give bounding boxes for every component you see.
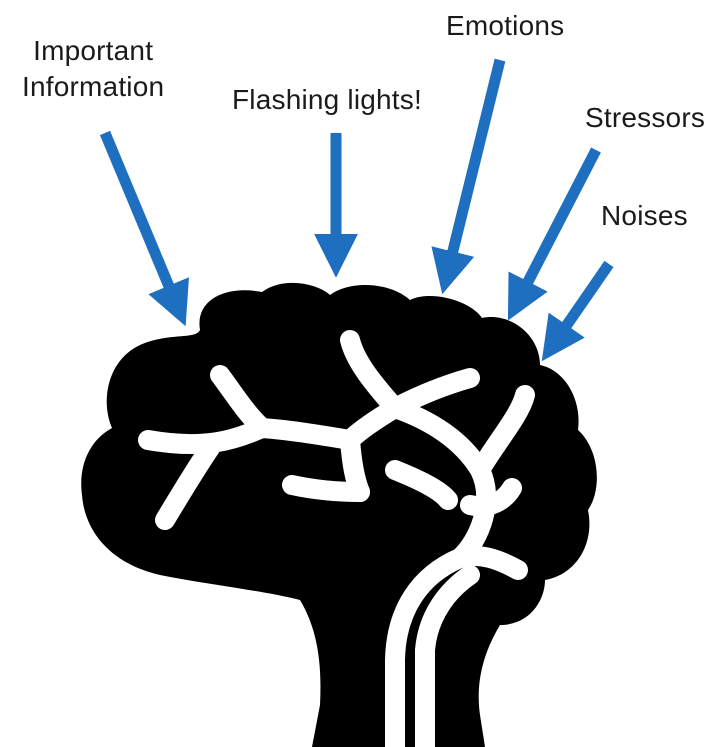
arrow-emotions [447,60,500,275]
label-emotions: Emotions [446,8,564,44]
label-important-information: Important Information [22,33,164,105]
label-important-line2: Information [22,69,164,105]
arrow-important-information [105,133,178,308]
label-important-line1: Important [22,33,164,69]
label-stressors: Stressors [585,100,705,136]
label-noises: Noises [601,198,688,234]
arrow-stressors [517,150,596,303]
arrow-noises [553,264,609,345]
label-flashing-lights: Flashing lights! [232,82,422,118]
